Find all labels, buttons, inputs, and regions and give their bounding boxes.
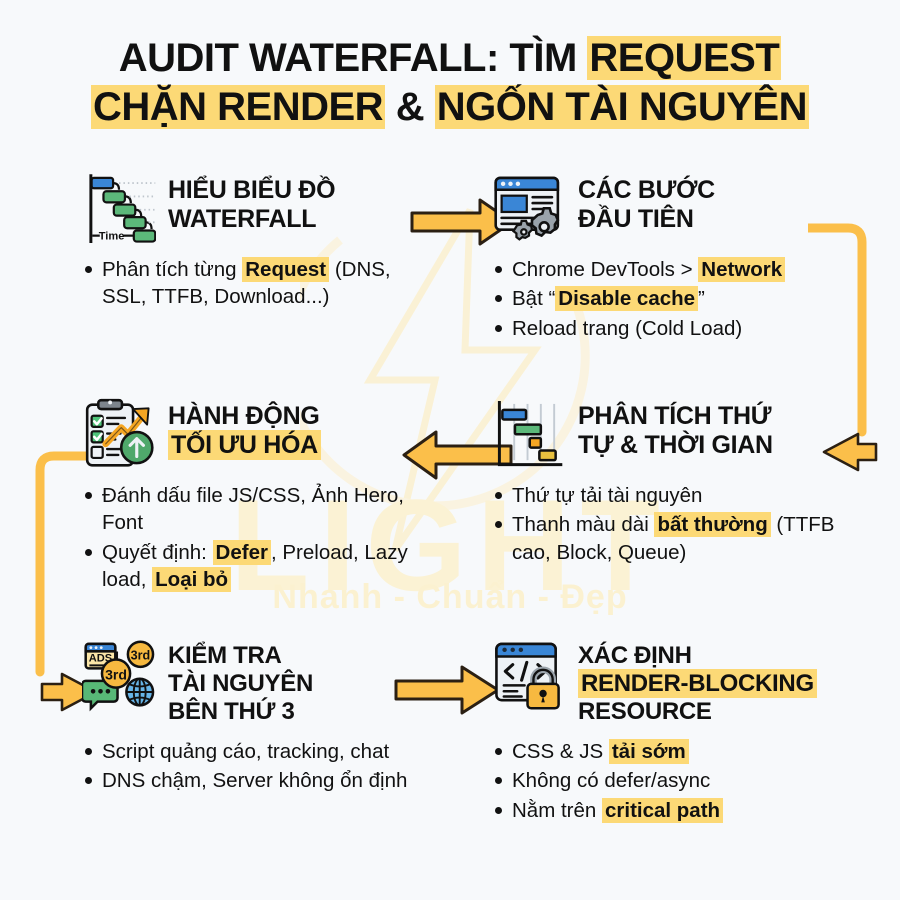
connector-block2-to-block4 <box>808 223 878 472</box>
block5-bullet-list: Script quảng cáo, tracking, chat DNS chậ… <box>82 738 442 795</box>
block-phan-tich-thu-tu-thoi-gian: PHÂN TÍCH THỨ TỰ & THỜI GIAN Thứ tự tải … <box>492 398 842 568</box>
list-item: Nằm trên critical path <box>492 797 852 824</box>
browser-gears-icon <box>494 176 560 241</box>
gantt-timeline-icon <box>497 400 563 467</box>
highlight-disable-cache: Disable cache <box>555 286 699 312</box>
block-xac-dinh-render-blocking-resource: XÁC ĐỊNH RENDER-BLOCKING RESOURCE CSS & … <box>492 638 852 826</box>
list-item: Chrome DevTools > Network <box>492 256 842 283</box>
third-party-resources-icon: ADS 3rd 3rd <box>82 640 155 712</box>
block1-title: HIỂU BIỂU ĐỒ WATERFALL <box>168 172 336 235</box>
block1-title-line1: HIỂU BIỂU ĐỒ <box>168 176 336 204</box>
highlight-loai-bo: Loại bỏ <box>152 566 232 592</box>
connector-block3-to-block5 <box>35 451 109 712</box>
block4-title: PHÂN TÍCH THỨ TỰ & THỜI GIAN <box>578 398 773 461</box>
block6-title-line1: XÁC ĐỊNH <box>578 642 692 669</box>
block5-title-line2: TÀI NGUYÊN <box>168 670 314 698</box>
block4-title-line1: PHÂN TÍCH THỨ <box>578 402 772 430</box>
highlight-network: Network <box>698 257 786 282</box>
third-party-badge-top: 3rd <box>131 648 151 662</box>
block2-bullet-list: Chrome DevTools > Network Bật “Disable c… <box>492 256 842 342</box>
list-item: Phân tích từng Request (DNS, SSL, TTFB, … <box>82 256 412 311</box>
clipboard-growth-icon <box>85 398 154 467</box>
highlight-tai-som: tải sớm <box>608 739 689 765</box>
block1-title-line2: WATERFALL <box>168 205 317 234</box>
list-item: Bật “Disable cache” <box>492 285 842 312</box>
waterfall-chart-icon: Time <box>89 174 156 244</box>
list-item: DNS chậm, Server không ổn định <box>82 767 442 794</box>
list-item: CSS & JS tải sớm <box>492 738 852 765</box>
block-cac-buoc-dau-tien: CÁC BƯỚC ĐẦU TIÊN Chrome DevTools > Netw… <box>492 172 842 344</box>
highlight-request: Request <box>242 257 330 282</box>
block6-title-line3: RESOURCE <box>578 698 712 726</box>
block4-title-line2: TỰ & THỜI GIAN <box>578 431 773 460</box>
block2-title-line1: CÁC BƯỚC <box>578 176 715 204</box>
title-line2-highlight-b: NGỐN TÀI NGUYÊN <box>434 84 809 129</box>
block3-bullet-list: Đánh dấu file JS/CSS, Ảnh Hero, Font Quy… <box>82 482 412 593</box>
waterfall-icon-time-label: Time <box>99 230 125 242</box>
highlight-critical-path: critical path <box>602 797 724 823</box>
block2-title-line2: ĐẦU TIÊN <box>578 205 694 234</box>
code-lock-icon <box>495 642 560 710</box>
title-line1-text: AUDIT WATERFALL: TÌM <box>118 36 588 80</box>
block-hanh-dong-toi-uu-hoa: HÀNH ĐỘNG TỐI ƯU HÓA Đánh dấu file JS/CS… <box>82 398 412 595</box>
highlight-defer: Defer <box>212 539 271 565</box>
page-title: AUDIT WATERFALL: TÌM REQUEST CHẶN RENDER… <box>0 34 900 132</box>
title-line1-highlight: REQUEST <box>587 36 782 80</box>
title-line2-mid: & <box>385 84 435 129</box>
block5-title-line1: KIỂM TRA <box>168 642 282 669</box>
block3-title-line2-highlight: TỐI ƯU HÓA <box>168 430 321 461</box>
block-kiem-tra-tai-nguyen-ben-thu-3: ADS 3rd 3rd KIỂM TRA TÀI NGUYÊN BÊN THỨ … <box>82 638 442 797</box>
block3-title-line1: HÀNH ĐỘNG <box>168 402 320 430</box>
list-item: Thanh màu dài bất thường (TTFB cao, Bloc… <box>492 511 842 566</box>
block2-title: CÁC BƯỚC ĐẦU TIÊN <box>578 172 715 235</box>
block3-title: HÀNH ĐỘNG TỐI ƯU HÓA <box>168 398 321 461</box>
list-item: Script quảng cáo, tracking, chat <box>82 738 442 765</box>
highlight-bat-thuong: bất thường <box>654 512 771 538</box>
list-item: Thứ tự tải tài nguyên <box>492 482 842 509</box>
block-hieu-bieu-do-waterfall: Time HIỂU BIỂU ĐỒ WATERFALL Phân tích từ… <box>82 172 412 313</box>
list-item: Quyết định: Defer, Preload, Lazy load, L… <box>82 539 412 594</box>
arrow-block5-to-block6 <box>394 665 500 715</box>
title-line2-highlight-a: CHẶN RENDER <box>91 84 386 129</box>
block5-title-line3: BÊN THỨ 3 <box>168 698 295 726</box>
block1-bullet-list: Phân tích từng Request (DNS, SSL, TTFB, … <box>82 256 412 311</box>
third-party-badge-mid: 3rd <box>105 666 127 682</box>
list-item: Reload trang (Cold Load) <box>492 315 842 342</box>
list-item: Đánh dấu file JS/CSS, Ảnh Hero, Font <box>82 482 412 537</box>
list-item: Không có defer/async <box>492 767 852 794</box>
block4-bullet-list: Thứ tự tải tài nguyên Thanh màu dài bất … <box>492 482 842 566</box>
block3-title-line2: TỐI ƯU HÓA <box>168 430 321 461</box>
block6-bullet-list: CSS & JS tải sớm Không có defer/async Nằ… <box>492 738 852 824</box>
title-line-1: AUDIT WATERFALL: TÌM REQUEST <box>0 34 900 83</box>
block6-title-line2-highlight: RENDER-BLOCKING <box>578 669 817 699</box>
title-line-2: CHẶN RENDER & NGỐN TÀI NGUYÊN <box>0 83 900 132</box>
block6-title: XÁC ĐỊNH RENDER-BLOCKING RESOURCE <box>578 638 817 726</box>
block6-title-line2: RENDER-BLOCKING <box>578 669 817 699</box>
block5-title: KIỂM TRA TÀI NGUYÊN BÊN THỨ 3 <box>168 638 313 726</box>
